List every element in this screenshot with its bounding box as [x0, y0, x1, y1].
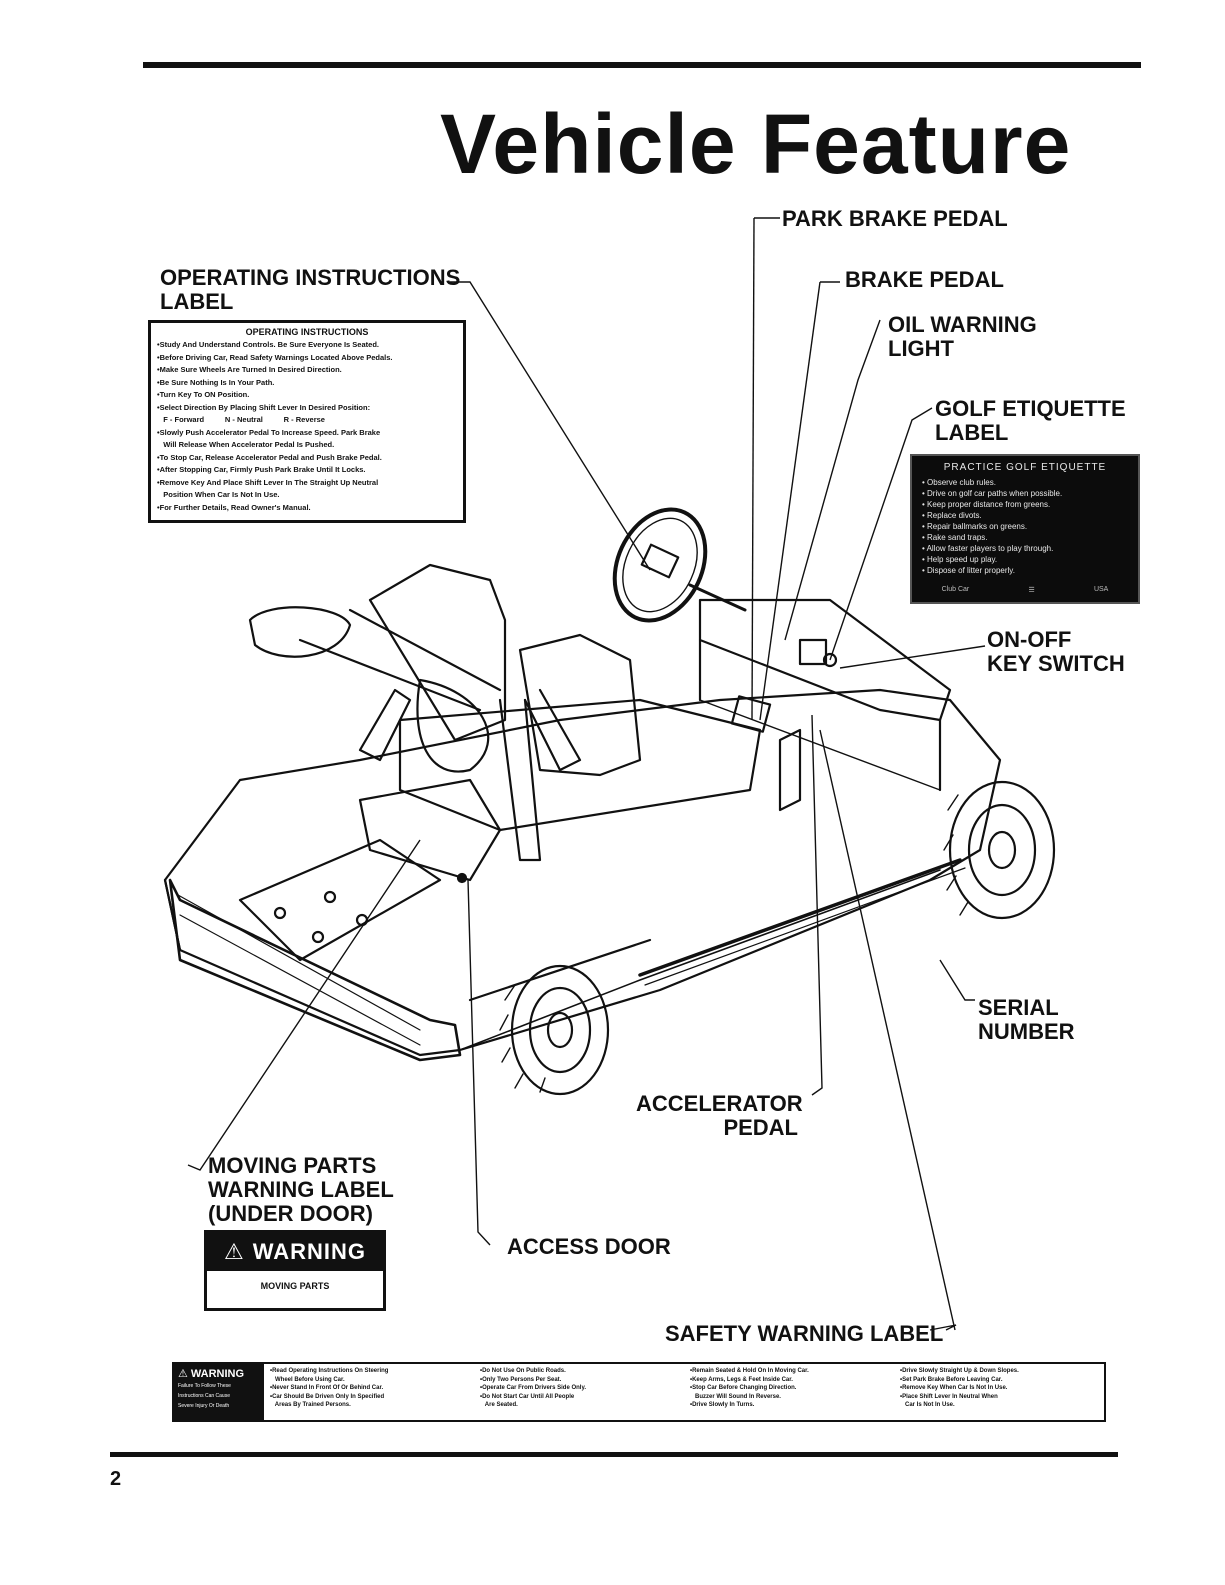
callout-moving-parts-warning-label: MOVING PARTS WARNING LABEL (UNDER DOOR)	[208, 1154, 394, 1226]
operating-label-line: •Remove Key And Place Shift Lever In The…	[157, 477, 379, 487]
safety-label-column-2: •Do Not Use On Public Roads. •Only Two P…	[474, 1364, 684, 1420]
golf-label-line: • Repair ballmarks on greens.	[922, 522, 1028, 531]
operating-label-line: F - Forward N - Neutral R - Reverse	[157, 415, 325, 424]
callout-line: GOLF ETIQUETTE	[935, 396, 1126, 421]
callout-operating-instructions-label: OPERATING INSTRUCTIONS LABEL	[160, 266, 460, 314]
safety-label-column-1: •Read Operating Instructions On Steering…	[264, 1364, 474, 1420]
operating-label-line: •Before Driving Car, Read Safety Warning…	[157, 352, 393, 362]
callout-line: OPERATING INSTRUCTIONS	[160, 265, 461, 290]
safety-label-line: •Do Not Use On Public Roads.	[480, 1368, 566, 1374]
golf-label-line: • Drive on golf car paths when possible.	[922, 489, 1063, 498]
safety-label-line: •Drive Slowly In Turns.	[690, 1402, 755, 1408]
safety-label-column-3: •Remain Seated & Hold On In Moving Car. …	[684, 1364, 894, 1420]
callout-safety-warning-label: SAFETY WARNING LABEL	[665, 1321, 944, 1346]
page-title: Vehicle Feature	[440, 97, 1072, 191]
callout-access-door: ACCESS DOOR	[507, 1234, 671, 1259]
golf-label-line: • Keep proper distance from greens.	[922, 500, 1051, 509]
golf-label-line: • Allow faster players to play through.	[922, 544, 1054, 553]
page-number: 2	[110, 1468, 122, 1490]
callout-line: ACCELERATOR	[636, 1091, 803, 1116]
callout-line: KEY SWITCH	[987, 651, 1125, 676]
safety-label-line: •Place Shift Lever In Neutral When	[900, 1393, 998, 1400]
callout-line: PEDAL	[723, 1115, 798, 1140]
golf-label-footer: Club Car ☰ USA	[912, 586, 1138, 594]
safety-label-line: •Operate Car From Drivers Side Only.	[480, 1385, 587, 1391]
moving-parts-text: MOVING PARTS	[260, 1281, 330, 1291]
operating-label-line: •For Further Details, Read Owner's Manua…	[157, 502, 311, 512]
callout-line: LABEL	[935, 420, 1009, 445]
callout-serial-number: SERIAL NUMBER	[978, 996, 1075, 1044]
safety-label-column-4: •Drive Slowly Straight Up & Down Slopes.…	[894, 1364, 1104, 1420]
safety-label-line: •Remove Key When Car Is Not In Use.	[900, 1385, 1008, 1391]
safety-label-line: Are Seated.	[480, 1402, 518, 1408]
golf-label-heading: PRACTICE GOLF ETIQUETTE	[943, 462, 1107, 473]
golf-label-line: • Replace divots.	[922, 511, 982, 520]
safety-label-left-line: Instructions Can Cause	[178, 1393, 230, 1399]
bottom-rule	[110, 1452, 1118, 1457]
safety-label-line: Areas By Trained Persons.	[270, 1402, 351, 1408]
operating-label-line: •Study And Understand Controls. Be Sure …	[157, 340, 379, 349]
operating-label-line: Position When Car Is Not In Use.	[157, 490, 280, 499]
callout-line: WARNING LABEL	[208, 1177, 394, 1202]
safety-label-warning-text: WARNING	[190, 1367, 245, 1380]
callout-golf-etiquette-label: GOLF ETIQUETTE LABEL	[935, 397, 1126, 445]
warning-triangle-icon: ⚠	[223, 1239, 245, 1264]
operating-label-line: •Make Sure Wheels Are Turned In Desired …	[157, 365, 342, 374]
operating-label-line: •Slowly Push Accelerator Pedal To Increa…	[157, 427, 381, 437]
safety-label-line: Car Is Not In Use.	[900, 1402, 955, 1408]
operating-instructions-label: OPERATING INSTRUCTIONS •Study And Unders…	[148, 320, 466, 523]
golf-label-line: • Dispose of litter properly.	[922, 566, 1015, 575]
safety-label-left-line: Severe Injury Or Death	[178, 1403, 230, 1409]
warning-band: ⚠ WARNING	[207, 1233, 383, 1271]
safety-label-line: •Stop Car Before Changing Direction.	[690, 1385, 797, 1391]
warning-text: WARNING	[252, 1239, 367, 1264]
callout-line: NUMBER	[978, 1019, 1075, 1044]
callout-oil-warning-light: OIL WARNING LIGHT	[888, 313, 1037, 361]
callout-accelerator-pedal: ACCELERATOR PEDAL	[636, 1091, 803, 1140]
callout-line: LIGHT	[888, 336, 954, 361]
golf-label-footer-left: Club Car	[941, 586, 970, 593]
moving-parts-warning-label: ⚠ WARNING MOVING PARTS	[204, 1230, 386, 1311]
callout-line: (UNDER DOOR)	[208, 1201, 373, 1226]
safety-label-line: Buzzer Will Sound In Reverse.	[690, 1393, 781, 1400]
callout-line: OIL WARNING	[888, 312, 1037, 337]
safety-label-line: •Car Should Be Driven Only In Specified	[270, 1393, 385, 1400]
operating-label-line: •After Stopping Car, Firmly Push Park Br…	[157, 465, 366, 474]
safety-label-line: •Only Two Persons Per Seat.	[480, 1376, 562, 1383]
golf-label-footer-right: USA	[1093, 586, 1109, 593]
operating-label-line: •To Stop Car, Release Accelerator Pedal …	[157, 452, 382, 462]
safety-label-warning-panel: ⚠ WARNING Failure To Follow These Instru…	[174, 1364, 264, 1420]
warning-triangle-icon: ⚠	[178, 1368, 188, 1380]
golf-etiquette-label: PRACTICE GOLF ETIQUETTE • Observe club r…	[910, 454, 1140, 604]
safety-label-line: •Remain Seated & Hold On In Moving Car.	[690, 1368, 809, 1374]
callout-on-off-key-switch: ON-OFF KEY SWITCH	[987, 628, 1125, 676]
golf-label-line: • Rake sand traps.	[922, 533, 988, 542]
safety-label-warning: ⚠ WARNING	[178, 1367, 260, 1381]
safety-label-line: •Read Operating Instructions On Steering	[270, 1368, 389, 1374]
flag-icon: ☰	[1028, 587, 1035, 594]
safety-label-left-line: Failure To Follow These	[178, 1383, 231, 1389]
safety-label-line: •Never Stand In Front Of Or Behind Car.	[270, 1385, 384, 1391]
operating-label-line: Will Release When Accelerator Pedal Is P…	[157, 440, 335, 449]
callout-park-brake-pedal: PARK BRAKE PEDAL	[782, 206, 1008, 231]
safety-label-line: •Do Not Start Car Until All People	[480, 1393, 575, 1400]
top-rule	[143, 62, 1141, 68]
safety-label-line: •Set Park Brake Before Leaving Car.	[900, 1376, 1003, 1383]
callout-line: ON-OFF	[987, 627, 1072, 652]
safety-label-line: Wheel Before Using Car.	[270, 1376, 345, 1383]
callout-brake-pedal: BRAKE PEDAL	[845, 267, 1004, 292]
safety-label-line: •Keep Arms, Legs & Feet Inside Car.	[690, 1376, 793, 1383]
operating-label-line: •Select Direction By Placing Shift Lever…	[157, 402, 371, 412]
golf-label-line: • Help speed up play.	[922, 555, 998, 564]
callout-line: SERIAL	[978, 995, 1059, 1020]
golf-label-line: • Observe club rules.	[922, 478, 996, 487]
operating-label-heading: OPERATING INSTRUCTIONS	[245, 327, 369, 337]
safety-warning-label-strip: ⚠ WARNING Failure To Follow These Instru…	[172, 1362, 1106, 1422]
callout-line: LABEL	[160, 289, 234, 314]
callout-line: MOVING PARTS	[208, 1153, 377, 1178]
operating-label-line: •Be Sure Nothing Is In Your Path.	[157, 377, 275, 387]
safety-label-line: •Drive Slowly Straight Up & Down Slopes.	[900, 1368, 1019, 1374]
operating-label-line: •Turn Key To ON Position.	[157, 390, 250, 399]
